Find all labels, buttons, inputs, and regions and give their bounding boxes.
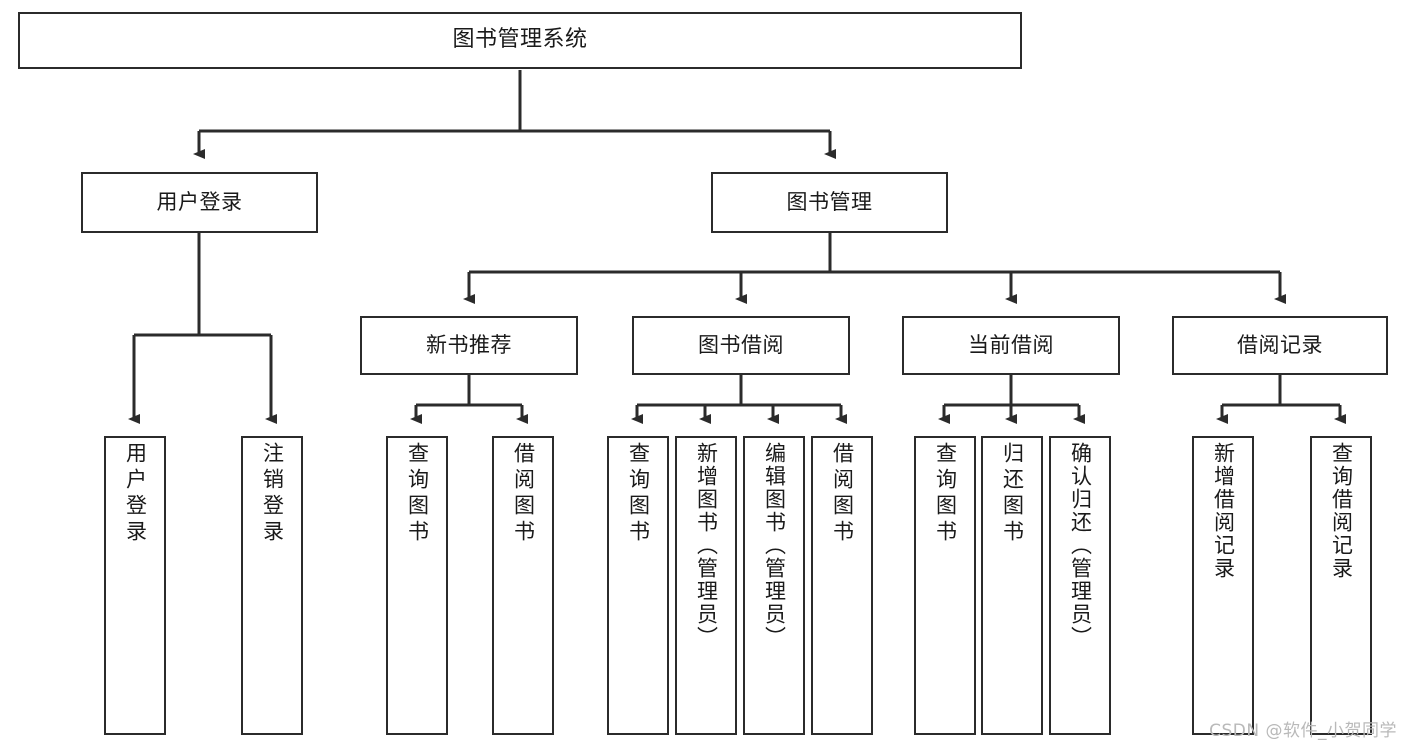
node-leaf-confirm-return-admin[interactable]: 确认归还（管理员） [1049,436,1111,735]
node-label: 图书管理系统 [452,27,588,53]
node-label: 查询借阅记录 [1329,442,1354,580]
node-label: 借阅记录 [1237,332,1323,357]
node-label: 查询图书 [626,442,651,546]
node-label: 归还图书 [1000,442,1025,546]
node-book-management[interactable]: 图书管理 [711,172,948,233]
node-leaf-query-book-borrow[interactable]: 查询图书 [607,436,669,735]
node-leaf-add-book-admin[interactable]: 新增图书（管理员） [675,436,737,735]
node-label: 新增图书（管理员） [694,442,719,649]
node-label: 借阅图书 [830,442,855,546]
node-label: 用户登录 [123,442,148,546]
node-label: 当前借阅 [968,332,1054,357]
node-label: 用户登录 [156,189,243,214]
node-label: 查询图书 [405,442,430,546]
node-label: 图书借阅 [698,332,784,357]
node-leaf-query-book-current[interactable]: 查询图书 [914,436,976,735]
node-leaf-return-book[interactable]: 归还图书 [981,436,1043,735]
node-leaf-query-borrow-record[interactable]: 查询借阅记录 [1310,436,1372,735]
node-label: 注销登录 [260,442,285,546]
node-label: 图书管理 [786,189,873,214]
node-leaf-add-borrow-record[interactable]: 新增借阅记录 [1192,436,1254,735]
node-label: 借阅图书 [511,442,536,546]
node-label: 查询图书 [933,442,958,546]
node-label: 编辑图书（管理员） [762,442,787,649]
node-user-login[interactable]: 用户登录 [81,172,318,233]
node-label: 确认归还（管理员） [1068,442,1093,649]
node-root-book-management-system[interactable]: 图书管理系统 [18,12,1022,69]
node-leaf-user-login[interactable]: 用户登录 [104,436,166,735]
node-leaf-logout[interactable]: 注销登录 [241,436,303,735]
node-current-borrow[interactable]: 当前借阅 [902,316,1120,375]
node-leaf-borrow-book[interactable]: 借阅图书 [811,436,873,735]
node-book-borrow[interactable]: 图书借阅 [632,316,850,375]
node-leaf-query-book-newbook[interactable]: 查询图书 [386,436,448,735]
node-new-book-recommend[interactable]: 新书推荐 [360,316,578,375]
node-label: 新增借阅记录 [1211,442,1236,580]
node-leaf-edit-book-admin[interactable]: 编辑图书（管理员） [743,436,805,735]
node-borrow-record[interactable]: 借阅记录 [1172,316,1388,375]
node-leaf-borrow-book-newbook[interactable]: 借阅图书 [492,436,554,735]
node-label: 新书推荐 [426,332,512,357]
